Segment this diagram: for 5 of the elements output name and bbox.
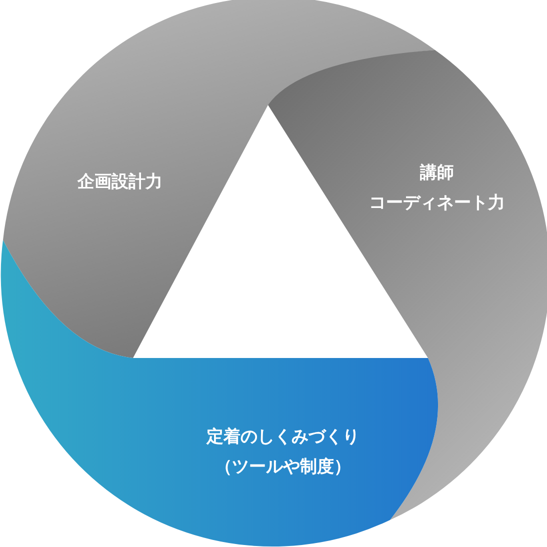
segment-label: コーディネート力 [369,193,505,213]
segment-label: 定着のしくみづくり [206,427,360,447]
segment-label: 企画設計力 [78,172,162,192]
segment-label: （ツールや制度） [215,457,351,477]
segment-label: 講師 [420,163,454,183]
